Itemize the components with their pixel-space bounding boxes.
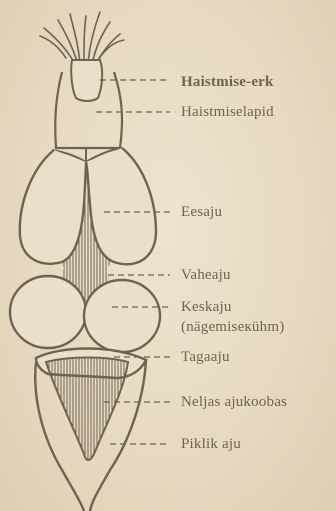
label-piklik-aju: Piklik aju	[181, 436, 241, 453]
label-tagaaju: Tagaaju	[181, 349, 230, 366]
label-keskaju: Keskaju	[181, 299, 232, 316]
optic-lobe-right	[84, 280, 160, 352]
label-eesaju: Eesaju	[181, 204, 222, 221]
label-haistmiselapid: Haistmiselapid	[181, 104, 274, 121]
olfactory-nerve	[71, 60, 102, 101]
label-vaheaju: Vaheaju	[181, 267, 231, 284]
forebrain-left-hemisphere	[20, 150, 86, 264]
olfactory-nerve-fibers	[40, 12, 124, 66]
optic-lobe-left	[10, 276, 86, 348]
label-keskaju-subtitle: (nägemiseкühm)	[181, 319, 284, 336]
label-neljas-ajukoobas: Neljas ajukoobas	[181, 394, 287, 411]
label-haistmise-erk: Haistmise-erk	[181, 74, 274, 91]
